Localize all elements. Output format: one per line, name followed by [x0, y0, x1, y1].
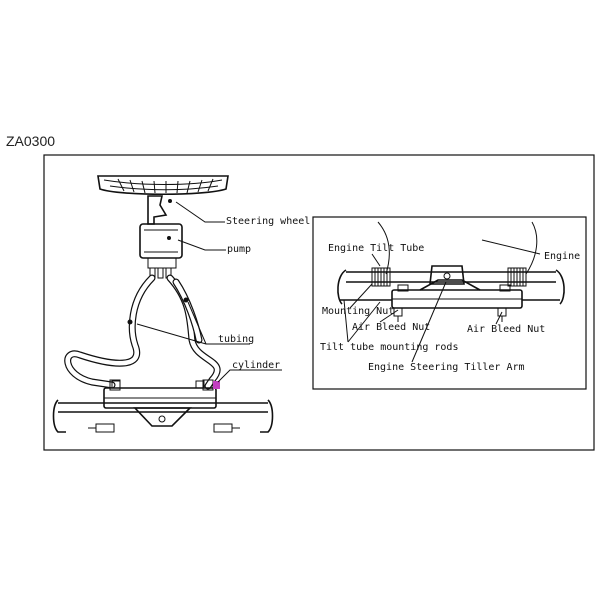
- outer-frame: [43, 154, 595, 451]
- left-figure: Steering wheel pump tubing cylinder: [52, 175, 310, 433]
- inset-frame: [312, 216, 587, 390]
- tubing: [64, 274, 221, 390]
- label-cylinder: cylinder: [232, 360, 280, 371]
- label-engine-steering-tiller-arm: Engine Steering Tiller Arm: [368, 362, 525, 373]
- label-tubing: tubing: [218, 334, 254, 345]
- leader-tilt-rods-1: [343, 299, 349, 343]
- leader-tubing-2: [187, 301, 207, 345]
- label-engine-tilt-tube: Engine Tilt Tube: [328, 243, 424, 254]
- leader-tiller-arm: [411, 281, 447, 363]
- leader-mounting-nut: [349, 283, 373, 309]
- label-pump: pump: [227, 244, 251, 255]
- cylinder-accent: [213, 381, 220, 389]
- label-air-bleed-nut-left: Air Bleed Nut: [352, 322, 430, 333]
- leader-air-bleed-left: [379, 309, 399, 323]
- pump: [139, 223, 183, 279]
- leader-engine: [481, 239, 541, 255]
- leader-steering-wheel: [175, 201, 225, 223]
- cylinder: [52, 379, 274, 433]
- engine-arc: [525, 221, 538, 275]
- label-air-bleed-nut-right: Air Bleed Nut: [467, 324, 545, 335]
- label-steering-wheel: Steering wheel: [226, 216, 310, 227]
- label-engine: Engine: [544, 251, 580, 262]
- leader-pump: [177, 239, 226, 251]
- right-figure: Engine Tilt Tube Engine Mounting Nut Air…: [312, 216, 587, 390]
- leader-engine-tilt-tube: [371, 253, 381, 267]
- leader-tilt-rods-2: [347, 301, 381, 343]
- leader-cylinder: [217, 369, 282, 383]
- steering-wheel: [97, 175, 229, 225]
- label-tilt-tube-mounting-rods: Tilt tube mounting rods: [320, 342, 458, 353]
- model-code: ZA0300: [6, 133, 56, 149]
- label-mounting-nut: Mounting Nut: [322, 306, 394, 317]
- leader-air-bleed-right: [495, 311, 503, 325]
